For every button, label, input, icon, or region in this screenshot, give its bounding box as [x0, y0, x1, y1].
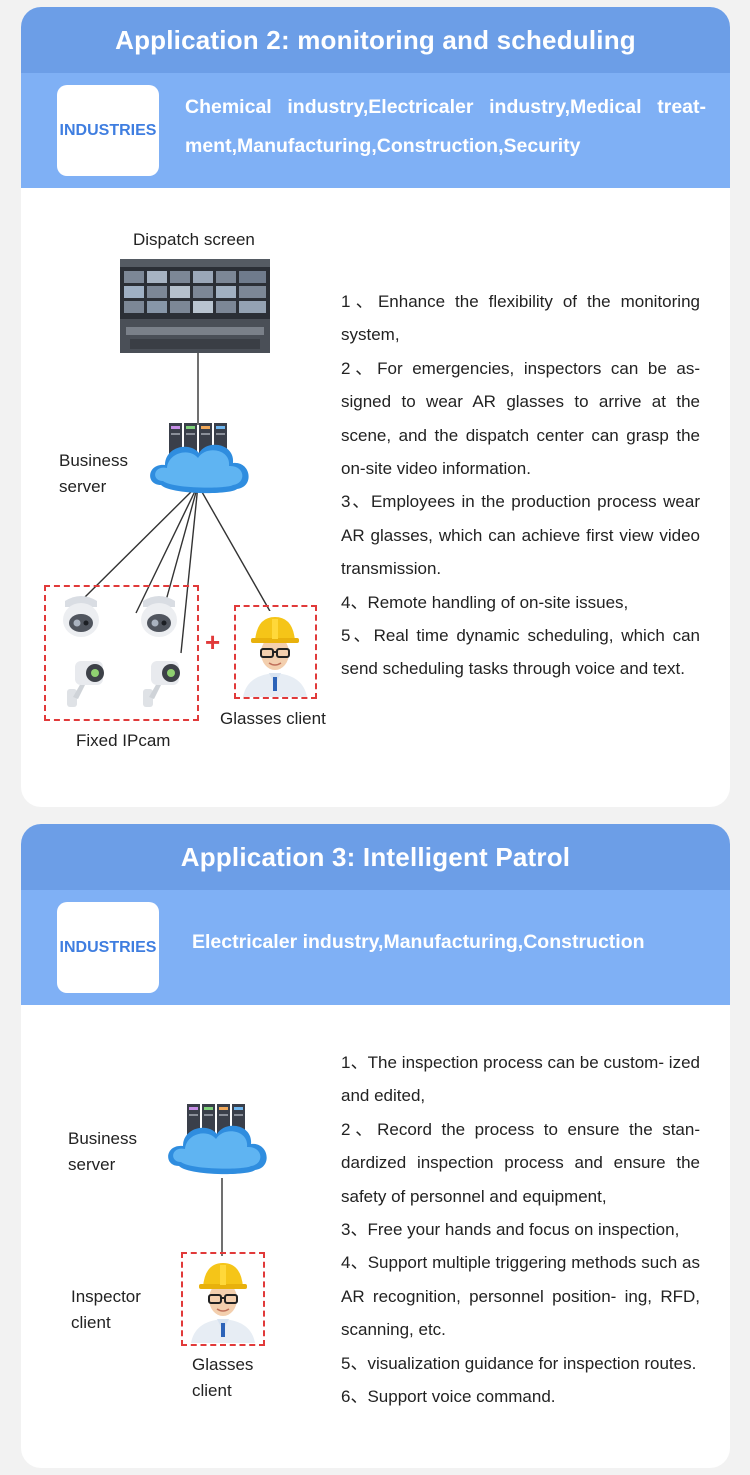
- point-item: 2、Record the process to ensure the stan-…: [341, 1119, 700, 1206]
- business-server-label-line1: Business: [59, 451, 128, 470]
- plus-sign: +: [205, 627, 221, 657]
- point-item: 6、Support voice command.: [341, 1387, 556, 1407]
- point-item: 5、visualization guidance for inspection …: [341, 1353, 697, 1373]
- industries-badge: INDUSTRIES: [57, 902, 159, 993]
- glasses-client-label-line2: client: [192, 1381, 232, 1400]
- server-cloud-icon: [168, 1104, 267, 1175]
- worker-helmet-icon: [238, 610, 312, 698]
- business-server-label: Business server: [59, 448, 128, 500]
- glasses-client-label: Glasses client: [192, 1352, 253, 1404]
- connection-lines: [84, 353, 272, 654]
- point-item: 5、Real time dynamic scheduling, which ca…: [341, 626, 700, 679]
- dome-camera-icon: [141, 596, 177, 637]
- application-2-points: 1、Enhance the flexibility of the monitor…: [341, 285, 700, 686]
- connection-lines: [221, 1178, 223, 1256]
- business-server-label: Business server: [68, 1126, 137, 1178]
- application-3-points: 1、The inspection process can be custom- …: [341, 1046, 700, 1413]
- inspector-client-label-line1: Inspector: [71, 1287, 141, 1306]
- bullet-camera-icon: [67, 661, 104, 707]
- ipcam-group-box: [44, 585, 199, 721]
- point-item: 1、The inspection process can be custom- …: [341, 1053, 700, 1106]
- industries-badge: INDUSTRIES: [57, 85, 159, 176]
- business-server-label-line2: server: [68, 1155, 116, 1174]
- business-server-label-line1: Business: [68, 1129, 137, 1148]
- inspector-client-label: Inspector client: [71, 1284, 141, 1336]
- inspector-client-label-line2: client: [71, 1313, 111, 1332]
- worker-helmet-icon: [186, 1256, 260, 1344]
- point-item: 4、Support multiple triggering methods su…: [341, 1253, 700, 1340]
- bullet-camera-icon: [143, 661, 180, 707]
- glasses-client-label: Glasses client: [220, 709, 326, 728]
- application-3-card: Application 3: Intelligent Patrol INDUST…: [21, 824, 730, 1468]
- dispatch-screen-image: [120, 259, 270, 353]
- glasses-client-box: [181, 1252, 265, 1346]
- application-2-card: Application 2: monitoring and scheduling…: [21, 7, 730, 807]
- section-title: Application 2: monitoring and scheduling: [21, 7, 730, 73]
- section-title: Application 3: Intelligent Patrol: [21, 824, 730, 890]
- business-server-label-line2: server: [59, 477, 107, 496]
- server-cloud-icon: [150, 423, 249, 494]
- dispatch-screen-label: Dispatch screen: [133, 230, 255, 249]
- industries-band: INDUSTRIES Chemical industry,Electricale…: [21, 73, 730, 188]
- industries-list: Electricaler industry,Manufacturing,Cons…: [192, 931, 645, 953]
- dome-camera-icon: [63, 596, 99, 637]
- point-item: 3、Employees in the production process we…: [341, 492, 700, 579]
- point-item: 4、Remote handling of on-site issues,: [341, 592, 629, 612]
- industries-band: INDUSTRIES Electricaler industry,Manufac…: [21, 890, 730, 1005]
- industries-list: Chemical industry,Electricaler industry,…: [185, 96, 706, 157]
- glasses-client-box: [234, 605, 317, 699]
- fixed-ipcam-label: Fixed IPcam: [76, 731, 171, 750]
- point-item: 2、For emergencies, inspectors can be as-…: [341, 358, 700, 479]
- glasses-client-label-line1: Glasses: [192, 1355, 254, 1374]
- point-item: 1、Enhance the flexibility of the monitor…: [341, 292, 700, 345]
- point-item: 3、Free your hands and focus on inspectio…: [341, 1220, 680, 1240]
